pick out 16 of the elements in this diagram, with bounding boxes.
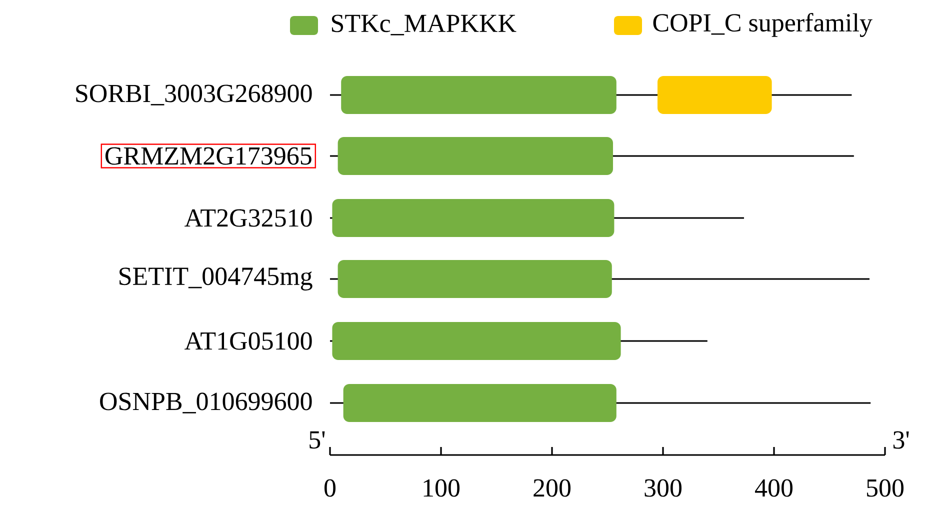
gene-label: SETIT_004745mg (120, 268, 312, 290)
gene-label: OSNPB_010699600 (100, 392, 312, 414)
highlight-box: GRMZM2G173965 (100, 144, 316, 168)
tick-label: 100 (424, 479, 460, 497)
gene-label: SORBI_3003G268900 (76, 84, 312, 106)
end-label: 5' (310, 431, 325, 449)
legend-label: STKc_MAPKKK (332, 14, 516, 36)
gene-label: AT2G32510 (184, 209, 312, 227)
tick-label: 500 (867, 479, 904, 497)
tick-label: 200 (534, 479, 571, 497)
tick-label: 0 (324, 479, 336, 497)
gene-label: AT1G05100 (184, 332, 312, 350)
tick-label: 400 (755, 479, 793, 497)
end-label: 3' (893, 431, 909, 449)
legend-label: COPI_C superfamily (653, 13, 872, 37)
tick-label: 300 (644, 479, 682, 497)
